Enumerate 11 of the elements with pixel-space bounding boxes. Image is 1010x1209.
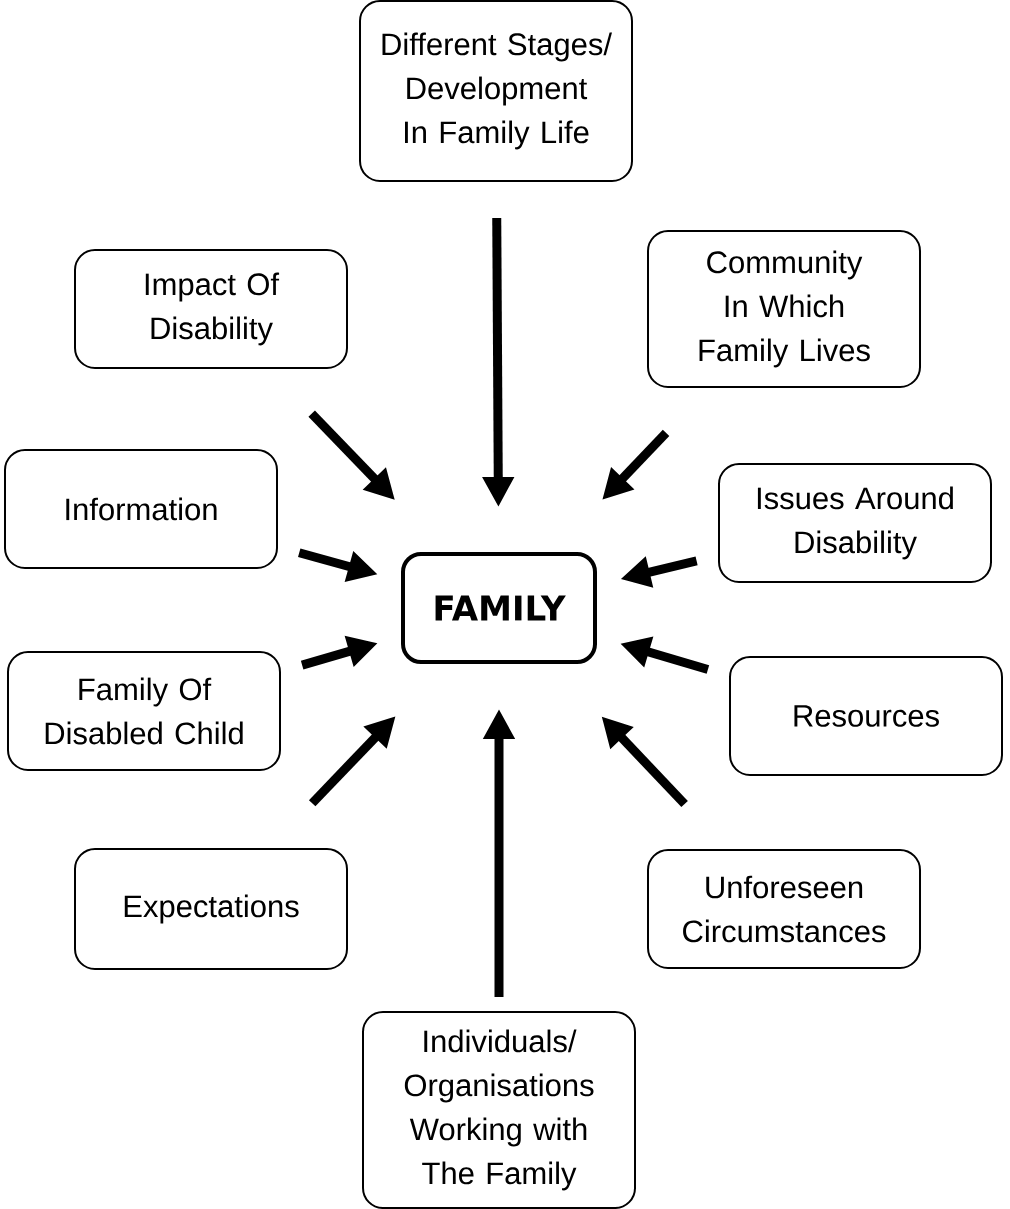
factor-box: Issues Around Disability xyxy=(718,463,992,583)
factor-box: Information xyxy=(4,449,278,569)
factor-box: Impact Of Disability xyxy=(74,249,348,369)
factor-box: Individuals/ Organisations Working with The Family xyxy=(362,1011,636,1209)
central-box: FAMILY xyxy=(401,552,597,664)
factor-box: Family Of Disabled Child xyxy=(7,651,281,771)
factor-box: Unforeseen Circumstances xyxy=(647,849,921,969)
factor-box: Expectations xyxy=(74,848,348,970)
factor-box: Resources xyxy=(729,656,1003,776)
factor-box: Different Stages/ Development In Family Life xyxy=(359,0,633,182)
factor-box: Community In Which Family Lives xyxy=(647,230,921,388)
